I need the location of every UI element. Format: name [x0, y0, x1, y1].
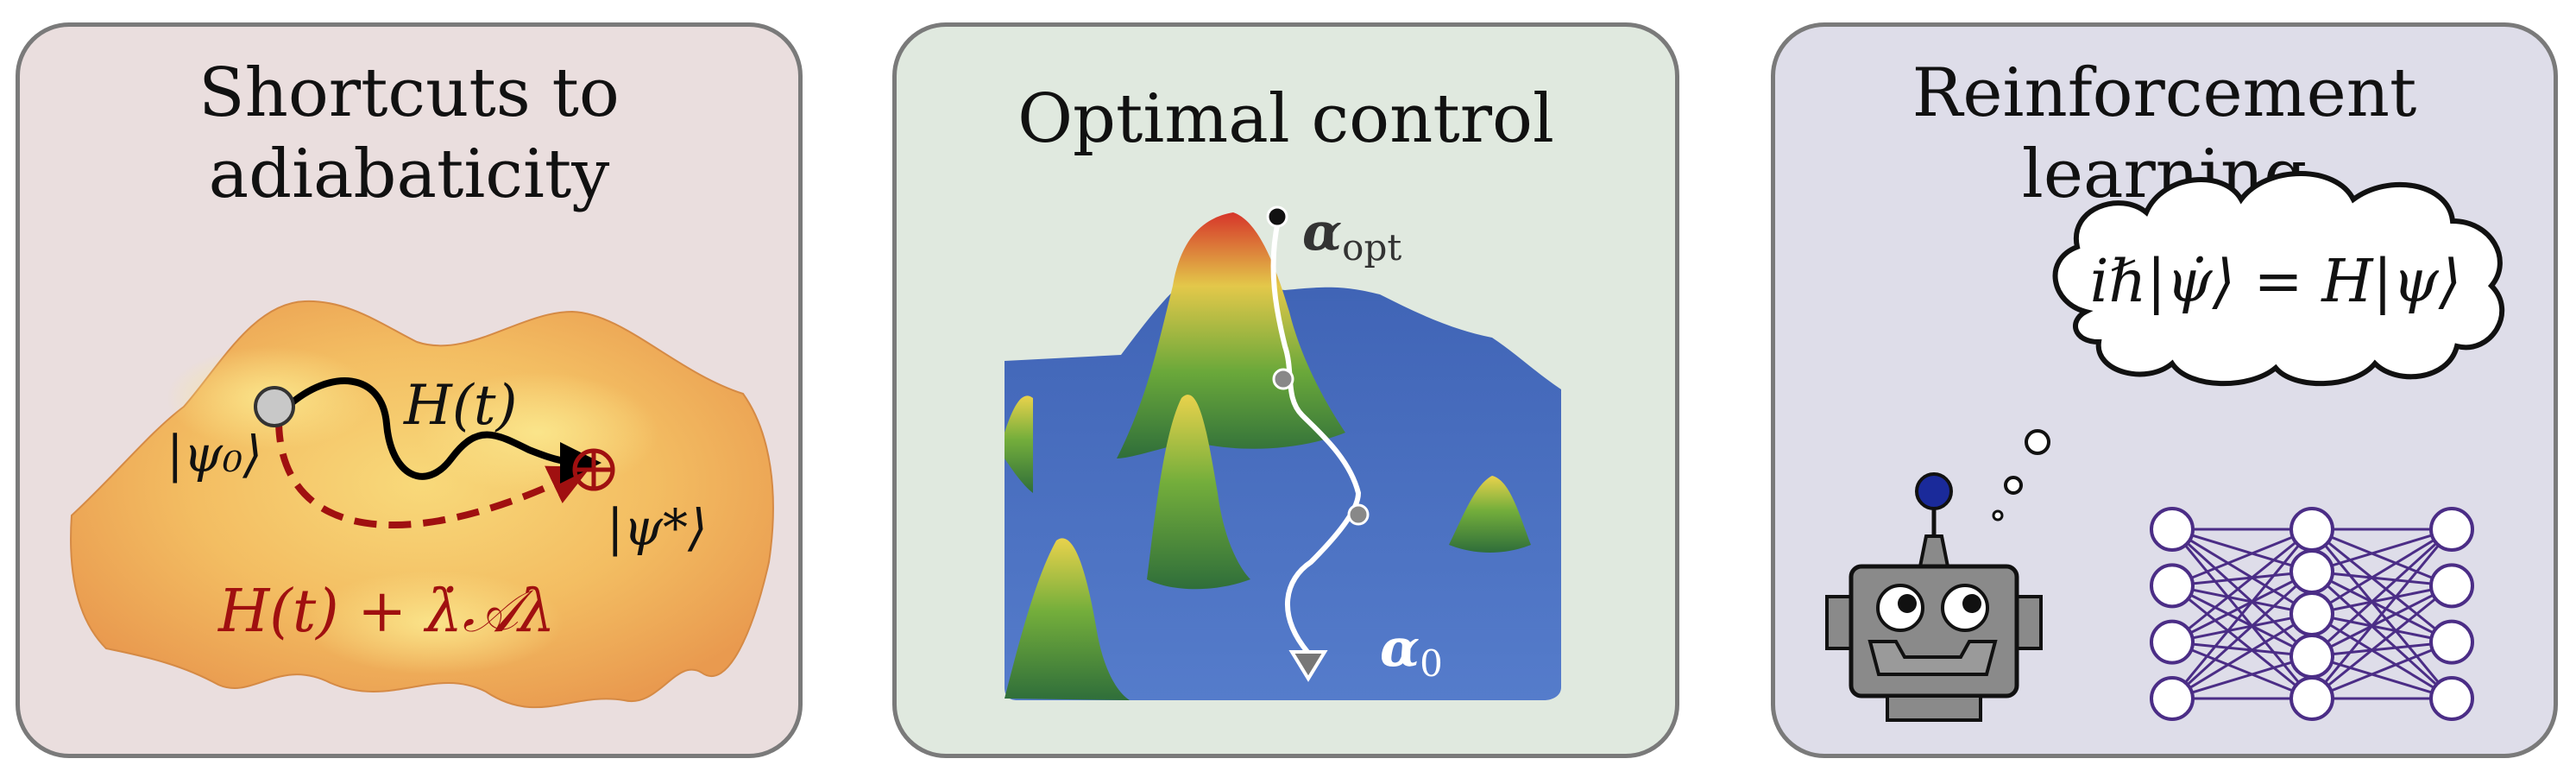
panel-title: Shortcuts to adiabaticity [198, 54, 620, 213]
network-edge [2171, 584, 2313, 658]
panel-shortcuts-to-adiabaticity: Shortcuts to adiabaticity [16, 22, 803, 758]
network-node [2150, 507, 2195, 552]
network-edge [2171, 641, 2313, 658]
network-edge [2171, 654, 2313, 700]
network-edge [2311, 570, 2453, 644]
thought-bubble [1992, 509, 2004, 522]
network-edge [2171, 585, 2313, 700]
network-edge [2171, 528, 2313, 587]
local-peak [1449, 476, 1531, 553]
network-edge [2170, 528, 2314, 699]
network-edge [2171, 584, 2313, 616]
counterdiabatic-hamiltonian-label: H(t) + λ̇𝒜λ [217, 578, 555, 646]
network-node [2429, 676, 2474, 721]
network-edge [2171, 528, 2313, 643]
network-node [2289, 549, 2334, 594]
trajectory-waypoint [1272, 368, 1294, 390]
hamiltonian-label: H(t) [403, 374, 517, 438]
panel-optimal-control: Optimal control [892, 22, 1679, 758]
thought-cloud [2052, 171, 2505, 387]
network-node [2289, 634, 2334, 679]
target-state-marker [572, 448, 615, 491]
network-edge [2310, 528, 2453, 699]
global-maximum-peak [1117, 212, 1345, 458]
network-edge [2311, 612, 2453, 644]
network-edge [2311, 585, 2453, 700]
network-edge [2170, 528, 2314, 658]
robot-agent [1825, 472, 2043, 722]
trajectory-waypoint [1347, 503, 1370, 526]
initial-state-node [254, 386, 295, 427]
antenna-ball [1915, 472, 1953, 510]
agent-network-illustration: iℏ|ψ̇⟩ = H|ψ⟩ [1825, 171, 2505, 722]
network-edge [2171, 612, 2313, 644]
landscape-highlight [305, 571, 564, 674]
panel-reinforcement-learning: Reinforcement learning iℏ|ψ̇⟩ = H|ψ⟩ [1771, 22, 2558, 758]
network-node [2150, 676, 2195, 721]
network-edge [2311, 612, 2453, 700]
local-peak [1147, 395, 1250, 590]
network-edge [2311, 584, 2453, 616]
control-landscape-illustration: αopt α0 [1005, 202, 1561, 700]
counterdiabatic-path [275, 419, 591, 528]
schrodinger-equation: iℏ|ψ̇⟩ = H|ψ⟩ [2090, 248, 2462, 316]
network-edge [2311, 528, 2453, 573]
network-edge [2311, 528, 2453, 616]
network-node [2150, 563, 2195, 609]
network-edge [2171, 570, 2313, 587]
start-label: α0 [1380, 618, 1443, 685]
network-edge [2310, 528, 2453, 658]
thought-bubble [2025, 429, 2050, 455]
initial-state-label: |ψ₀⟩ [167, 425, 262, 484]
thought-bubble [2004, 476, 2023, 495]
optimum-point [1266, 205, 1288, 228]
local-peak [1005, 395, 1033, 493]
adiabatic-landscape-illustration: |ψ₀⟩ H(t) |ψ*⟩ H(t) + λ̇𝒜λ [70, 300, 774, 709]
local-peak [1005, 538, 1130, 700]
target-state-label: |ψ*⟩ [607, 498, 708, 557]
start-triangle [1288, 650, 1328, 682]
network-edge [2171, 528, 2313, 616]
network-edge [2311, 570, 2453, 587]
optimization-trajectory [1270, 220, 1362, 654]
network-edge [2311, 654, 2453, 700]
network-edge [2171, 612, 2313, 700]
network-edge [2310, 570, 2453, 700]
network-node [2289, 591, 2334, 636]
network-node [2429, 507, 2474, 552]
network-edge [2171, 641, 2313, 700]
network-edge [2311, 641, 2453, 700]
network-edge [2171, 570, 2313, 644]
network-node [2289, 676, 2334, 721]
optimum-label: αopt [1302, 202, 1401, 269]
network-node [2150, 619, 2195, 665]
network-node [2429, 563, 2474, 609]
network-edge [2311, 528, 2453, 587]
neural-network [2150, 507, 2474, 721]
panel-title: Optimal control [1017, 80, 1554, 158]
network-edge [2311, 584, 2453, 658]
network-node [2429, 619, 2474, 665]
robot-mouth [1867, 640, 1998, 676]
control-landscape-base [1005, 268, 1561, 700]
network-edge [2311, 528, 2453, 643]
adiabatic-path [285, 377, 601, 484]
network-edge [2171, 528, 2313, 573]
network-edge [2311, 641, 2453, 658]
network-edge [2170, 570, 2314, 700]
network-node [2289, 507, 2334, 552]
